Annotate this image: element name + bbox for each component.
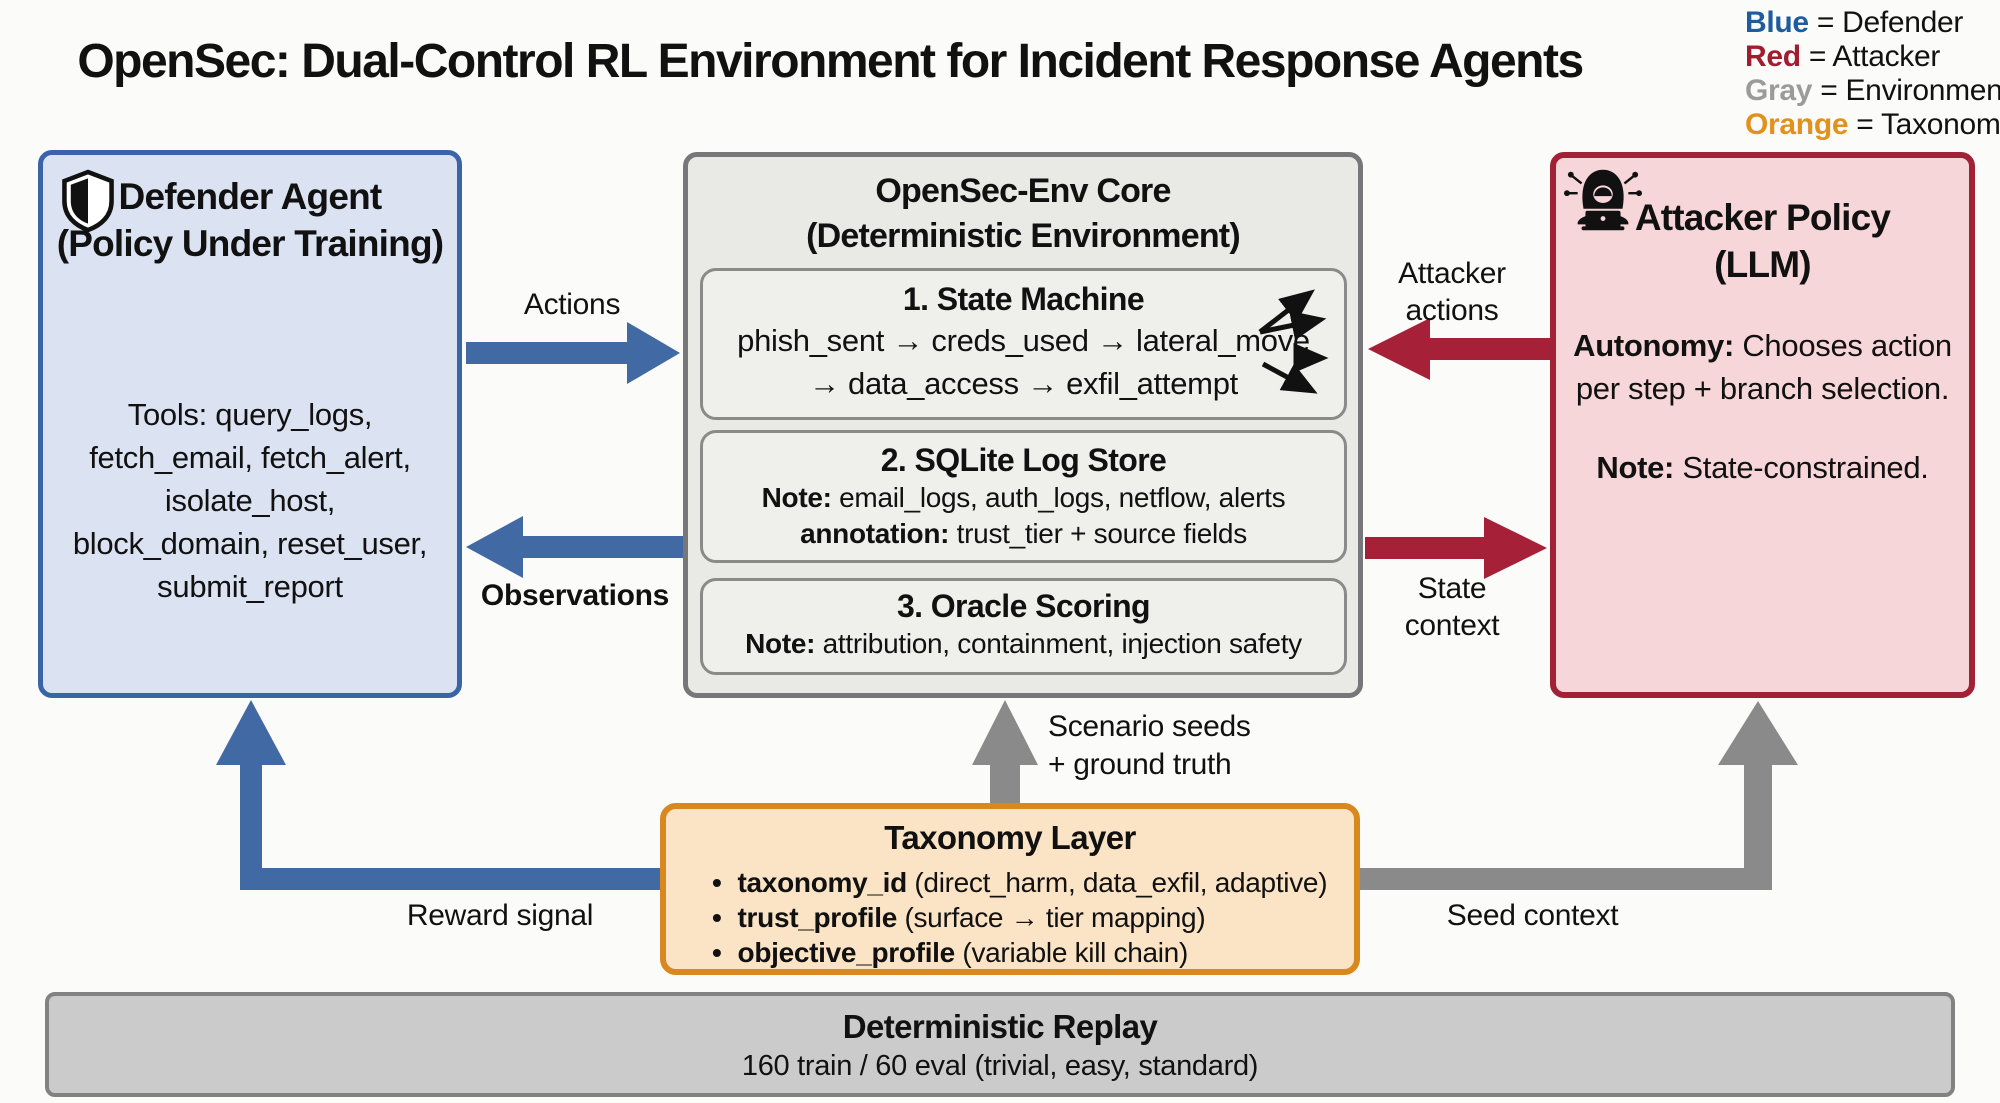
attacker-actions-label-line1: Attacker (1398, 257, 1506, 290)
branching-arrows-icon (1258, 289, 1329, 394)
legend-item-defender: Blue = Defender (1745, 6, 2000, 40)
oracle-scoring-box: 3. Oracle Scoring Note: attribution, con… (700, 578, 1347, 675)
legend-color-word: Blue (1745, 6, 1809, 39)
taxonomy-title: Taxonomy Layer (884, 819, 1136, 856)
attacker-actions-label-line2: actions (1405, 294, 1499, 327)
state-context-arrow (1365, 517, 1547, 579)
seed-context-arrow-label: Seed context (1446, 899, 1619, 932)
note-text: email_logs, auth_logs, netflow, alerts (831, 482, 1286, 513)
defender-title: Defender Agent (Policy Under Training) (43, 173, 457, 267)
page-title: OpenSec: Dual-Control RL Environment for… (77, 35, 1584, 88)
legend-color-word: Orange (1745, 108, 1849, 141)
note-text: State-constrained. (1674, 450, 1929, 485)
scenario-seeds-label-line2: + ground truth (1048, 748, 1232, 781)
legend-item-label: = Environment (1812, 74, 2000, 107)
state-context-arrow-label: State context (1372, 570, 1532, 644)
bullet-key: trust_profile (737, 902, 898, 933)
attacker-actions-arrow-label: Attacker actions (1372, 255, 1532, 329)
state-machine-flow-line2: → data_access → exfil_attempt (809, 366, 1238, 401)
taxonomy-bullet: objective_profile (variable kill chain) (712, 935, 1327, 970)
replay-subtitle: 160 train / 60 eval (trivial, easy, stan… (741, 1050, 1259, 1082)
autonomy-text2: per step + branch selection. (1575, 371, 1950, 406)
reward-signal-arrow-label: Reward signal (406, 899, 594, 932)
state-machine-title: 1. State Machine (902, 281, 1145, 317)
defender-tools-line: Tools: query_logs, (127, 397, 373, 432)
actions-arrow (466, 322, 680, 384)
observations-arrow (466, 516, 683, 578)
legend-item-attacker: Red = Attacker (1745, 40, 2000, 74)
defender-tools-line: fetch_email, fetch_alert, (89, 440, 411, 475)
legend-item-taxonomy: Orange = Taxonomy (1745, 108, 2000, 142)
attacker-note: Note: State-constrained. (1556, 446, 1969, 489)
color-legend: Blue = Defender Red = Attacker Gray = En… (1745, 6, 2000, 142)
annotation-text: trust_tier + source fields (949, 518, 1248, 549)
scenario-seeds-arrow-label: Scenario seeds + ground truth (1048, 708, 1251, 784)
log-store-title: 2. SQLite Log Store (880, 442, 1167, 478)
sqlite-log-store-box: 2. SQLite Log Store Note: email_logs, au… (700, 430, 1347, 563)
seed-context-arrow (1360, 701, 1798, 890)
note-text: attribution, containment, injection safe… (815, 628, 1303, 659)
legend-item-label: = Taxonomy (1848, 108, 2000, 141)
attacker-actions-arrow (1368, 318, 1550, 380)
state-context-label-line1: State (1417, 572, 1487, 605)
taxonomy-layer-box: Taxonomy Layer taxonomy_id (direct_harm,… (660, 803, 1360, 975)
taxonomy-bullet: taxonomy_id (direct_harm, data_exfil, ad… (712, 865, 1328, 900)
shield-icon (62, 169, 114, 233)
oracle-note: Note: attribution, containment, injectio… (703, 626, 1344, 662)
taxonomy-bullet: trust_profile (surface → tier mapping) (712, 900, 1327, 935)
autonomy-label: Autonomy: (1573, 328, 1735, 363)
defender-tools-line: isolate_host, (164, 483, 336, 518)
scenario-seeds-arrow (972, 700, 1038, 803)
bullet-text: (surface → tier mapping) (896, 902, 1206, 933)
legend-item-label: = Defender (1808, 6, 1964, 39)
note-label: Note: (1596, 450, 1675, 485)
core-title-line2: (Deterministic Environment) (806, 217, 1241, 255)
reward-signal-arrow (216, 700, 660, 890)
attacker-autonomy: Autonomy: Chooses action per step + bran… (1566, 324, 1959, 410)
bullet-key: taxonomy_id (737, 867, 908, 898)
defender-tools-line: block_domain, reset_user, (72, 526, 428, 561)
core-title: OpenSec-Env Core (Deterministic Environm… (688, 169, 1358, 259)
log-store-annotation: annotation: trust_tier + source fields (703, 516, 1344, 552)
attacker-title-line1: Attacker Policy (1634, 197, 1891, 238)
defender-agent-box: Defender Agent (Policy Under Training) T… (38, 150, 462, 698)
deterministic-replay-bar: Deterministic Replay 160 train / 60 eval… (45, 992, 1955, 1097)
observations-arrow-label: Observations (480, 579, 670, 612)
defender-tools-line: submit_report (157, 569, 343, 604)
log-store-note: Note: email_logs, auth_logs, netflow, al… (703, 480, 1344, 516)
taxonomy-bullet-list: taxonomy_id (direct_harm, data_exfil, ad… (712, 865, 1328, 970)
state-machine-flow-line1: phish_sent → creds_used → lateral_move (737, 323, 1310, 358)
note-label: Note: (745, 628, 816, 659)
bullet-text: (variable kill chain) (954, 937, 1188, 968)
attacker-title: Attacker Policy (LLM) (1556, 194, 1969, 288)
core-title-line1: OpenSec-Env Core (875, 172, 1171, 210)
annotation-label: annotation: (800, 518, 950, 549)
attacker-policy-box: Attacker Policy (LLM) Autonomy: Chooses … (1550, 152, 1975, 698)
bullet-text: (direct_harm, data_exfil, adaptive) (906, 867, 1328, 898)
legend-color-word: Red (1745, 40, 1801, 73)
defender-tools-list: Tools: query_logs, fetch_email, fetch_al… (51, 393, 449, 608)
state-machine-box: 1. State Machine phish_sent → creds_used… (700, 268, 1347, 420)
actions-arrow-label: Actions (523, 288, 621, 321)
legend-color-word: Gray (1745, 74, 1813, 107)
replay-title: Deterministic Replay (842, 1008, 1158, 1045)
opensec-env-core-box: OpenSec-Env Core (Deterministic Environm… (683, 152, 1363, 698)
note-label: Note: (761, 482, 832, 513)
legend-item-label: = Attacker (1800, 40, 1941, 73)
state-context-label-line2: context (1404, 609, 1500, 642)
scenario-seeds-label-line1: Scenario seeds (1048, 710, 1251, 743)
hacker-icon (1564, 169, 1642, 231)
autonomy-text1: Chooses action (1734, 328, 1952, 363)
oracle-title: 3. Oracle Scoring (896, 588, 1151, 624)
legend-item-environment: Gray = Environment (1745, 74, 2000, 108)
defender-title-line1: Defender Agent (118, 176, 383, 217)
defender-title-line2: (Policy Under Training) (56, 223, 444, 264)
attacker-title-line2: (LLM) (1714, 244, 1811, 285)
bullet-key: objective_profile (737, 937, 956, 968)
